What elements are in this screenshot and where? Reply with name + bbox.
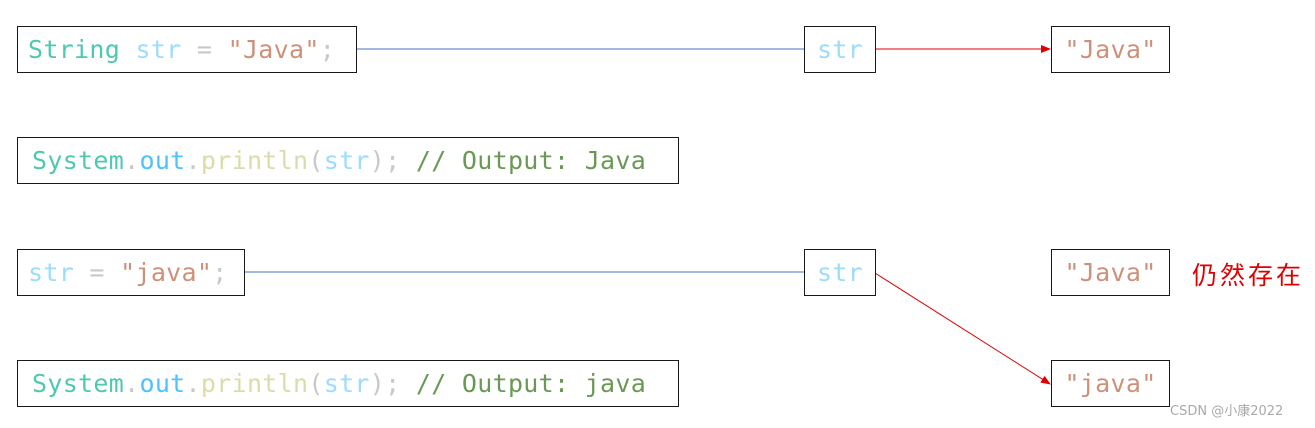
- code-token-punctuation: =: [74, 258, 121, 287]
- string-object-java-upper-1: "Java": [1051, 26, 1170, 73]
- reference-box-str-2: str: [804, 249, 876, 296]
- code-token-punctuation: (: [308, 146, 324, 175]
- code-token-punctuation: =: [181, 35, 228, 64]
- reference-box-str-1: str: [804, 26, 876, 73]
- string-object-value: "Java": [1064, 35, 1157, 64]
- reassign-statement-box: str = "java";: [17, 249, 245, 296]
- code-token-punctuation: .: [124, 146, 140, 175]
- code-token-method: println: [200, 146, 309, 175]
- string-object-value: "Java": [1064, 258, 1157, 287]
- code-token-variable: str: [323, 369, 370, 398]
- string-object-java-upper-2: "Java": [1051, 249, 1170, 296]
- reference-label: str: [816, 35, 864, 64]
- code-token-punctuation: ;: [212, 258, 228, 287]
- watermark: CSDN @小康2022: [1170, 404, 1284, 419]
- code-token-punctuation: .: [185, 369, 201, 398]
- code-token-variable: str: [323, 146, 370, 175]
- code-token-punctuation: );: [369, 146, 416, 175]
- code-token-comment: // Output: Java: [415, 146, 647, 175]
- code-token-type: System: [32, 146, 125, 175]
- code-token-comment: // Output: java: [415, 369, 647, 398]
- code-token-variable: str: [135, 35, 182, 64]
- reference-to-java-lower-arrow: [874, 272, 1051, 385]
- code-token-punctuation: ;: [319, 35, 336, 64]
- code-token-variable: str: [28, 258, 75, 287]
- code-token-punctuation: .: [185, 146, 201, 175]
- code-token-type: String: [28, 35, 121, 64]
- code-token-punctuation: );: [369, 369, 416, 398]
- code-token-method: println: [200, 369, 309, 398]
- string-object-java-lower: "java": [1051, 360, 1170, 407]
- reference-label: str: [816, 258, 864, 287]
- string-object-value: "java": [1064, 369, 1157, 398]
- code-token-type: System: [32, 369, 125, 398]
- code-token-punctuation: [120, 35, 135, 64]
- code-token-member: out: [139, 369, 186, 398]
- code-token-string: "Java": [227, 35, 320, 64]
- print-statement-box-1: System.out.println(str); // Output: Java: [17, 137, 679, 184]
- code-token-member: out: [139, 146, 186, 175]
- still-exists-note: 仍然存在: [1192, 261, 1305, 290]
- code-token-punctuation: (: [308, 369, 324, 398]
- declare-statement-box: String str = "Java";: [17, 26, 357, 73]
- code-token-punctuation: .: [124, 369, 140, 398]
- print-statement-box-2: System.out.println(str); // Output: java: [17, 360, 679, 407]
- code-token-string: "java": [120, 258, 213, 287]
